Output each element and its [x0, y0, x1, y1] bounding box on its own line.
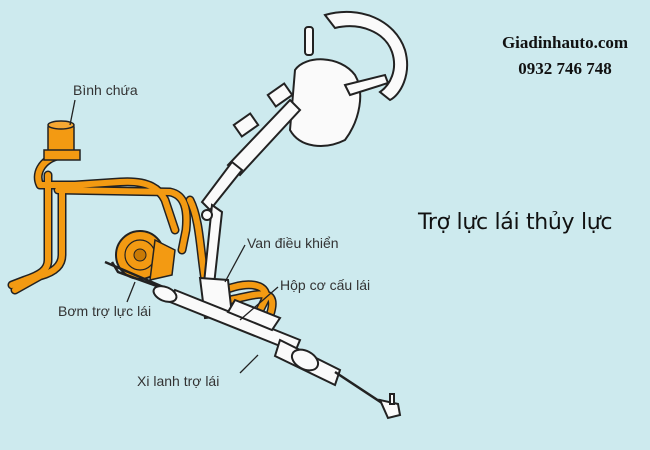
steering-rack: [104, 260, 402, 420]
watermark-site: Giadinhauto.com: [501, 33, 629, 52]
diagram-title: Trợ lực lái thủy lực: [418, 210, 613, 235]
label-power-steering-pump: Bơm trợ lực lái: [58, 303, 152, 319]
reservoir-tank: [43, 120, 81, 161]
leader-lines: [69, 99, 279, 374]
watermark-phone: 0932 746 748: [518, 59, 612, 78]
steering-column: [200, 82, 302, 287]
steering-wheel: [288, 10, 409, 147]
label-reservoir: Bình chứa: [73, 82, 138, 98]
label-power-cylinder: Xi lanh trợ lái: [137, 373, 220, 389]
power-steering-pump: [110, 230, 191, 300]
watermark: Giadinhauto.com 0932 746 748: [480, 30, 650, 82]
label-control-valve: Van điều khiển: [247, 235, 339, 251]
label-steering-gear-box: Hộp cơ cấu lái: [280, 277, 371, 293]
